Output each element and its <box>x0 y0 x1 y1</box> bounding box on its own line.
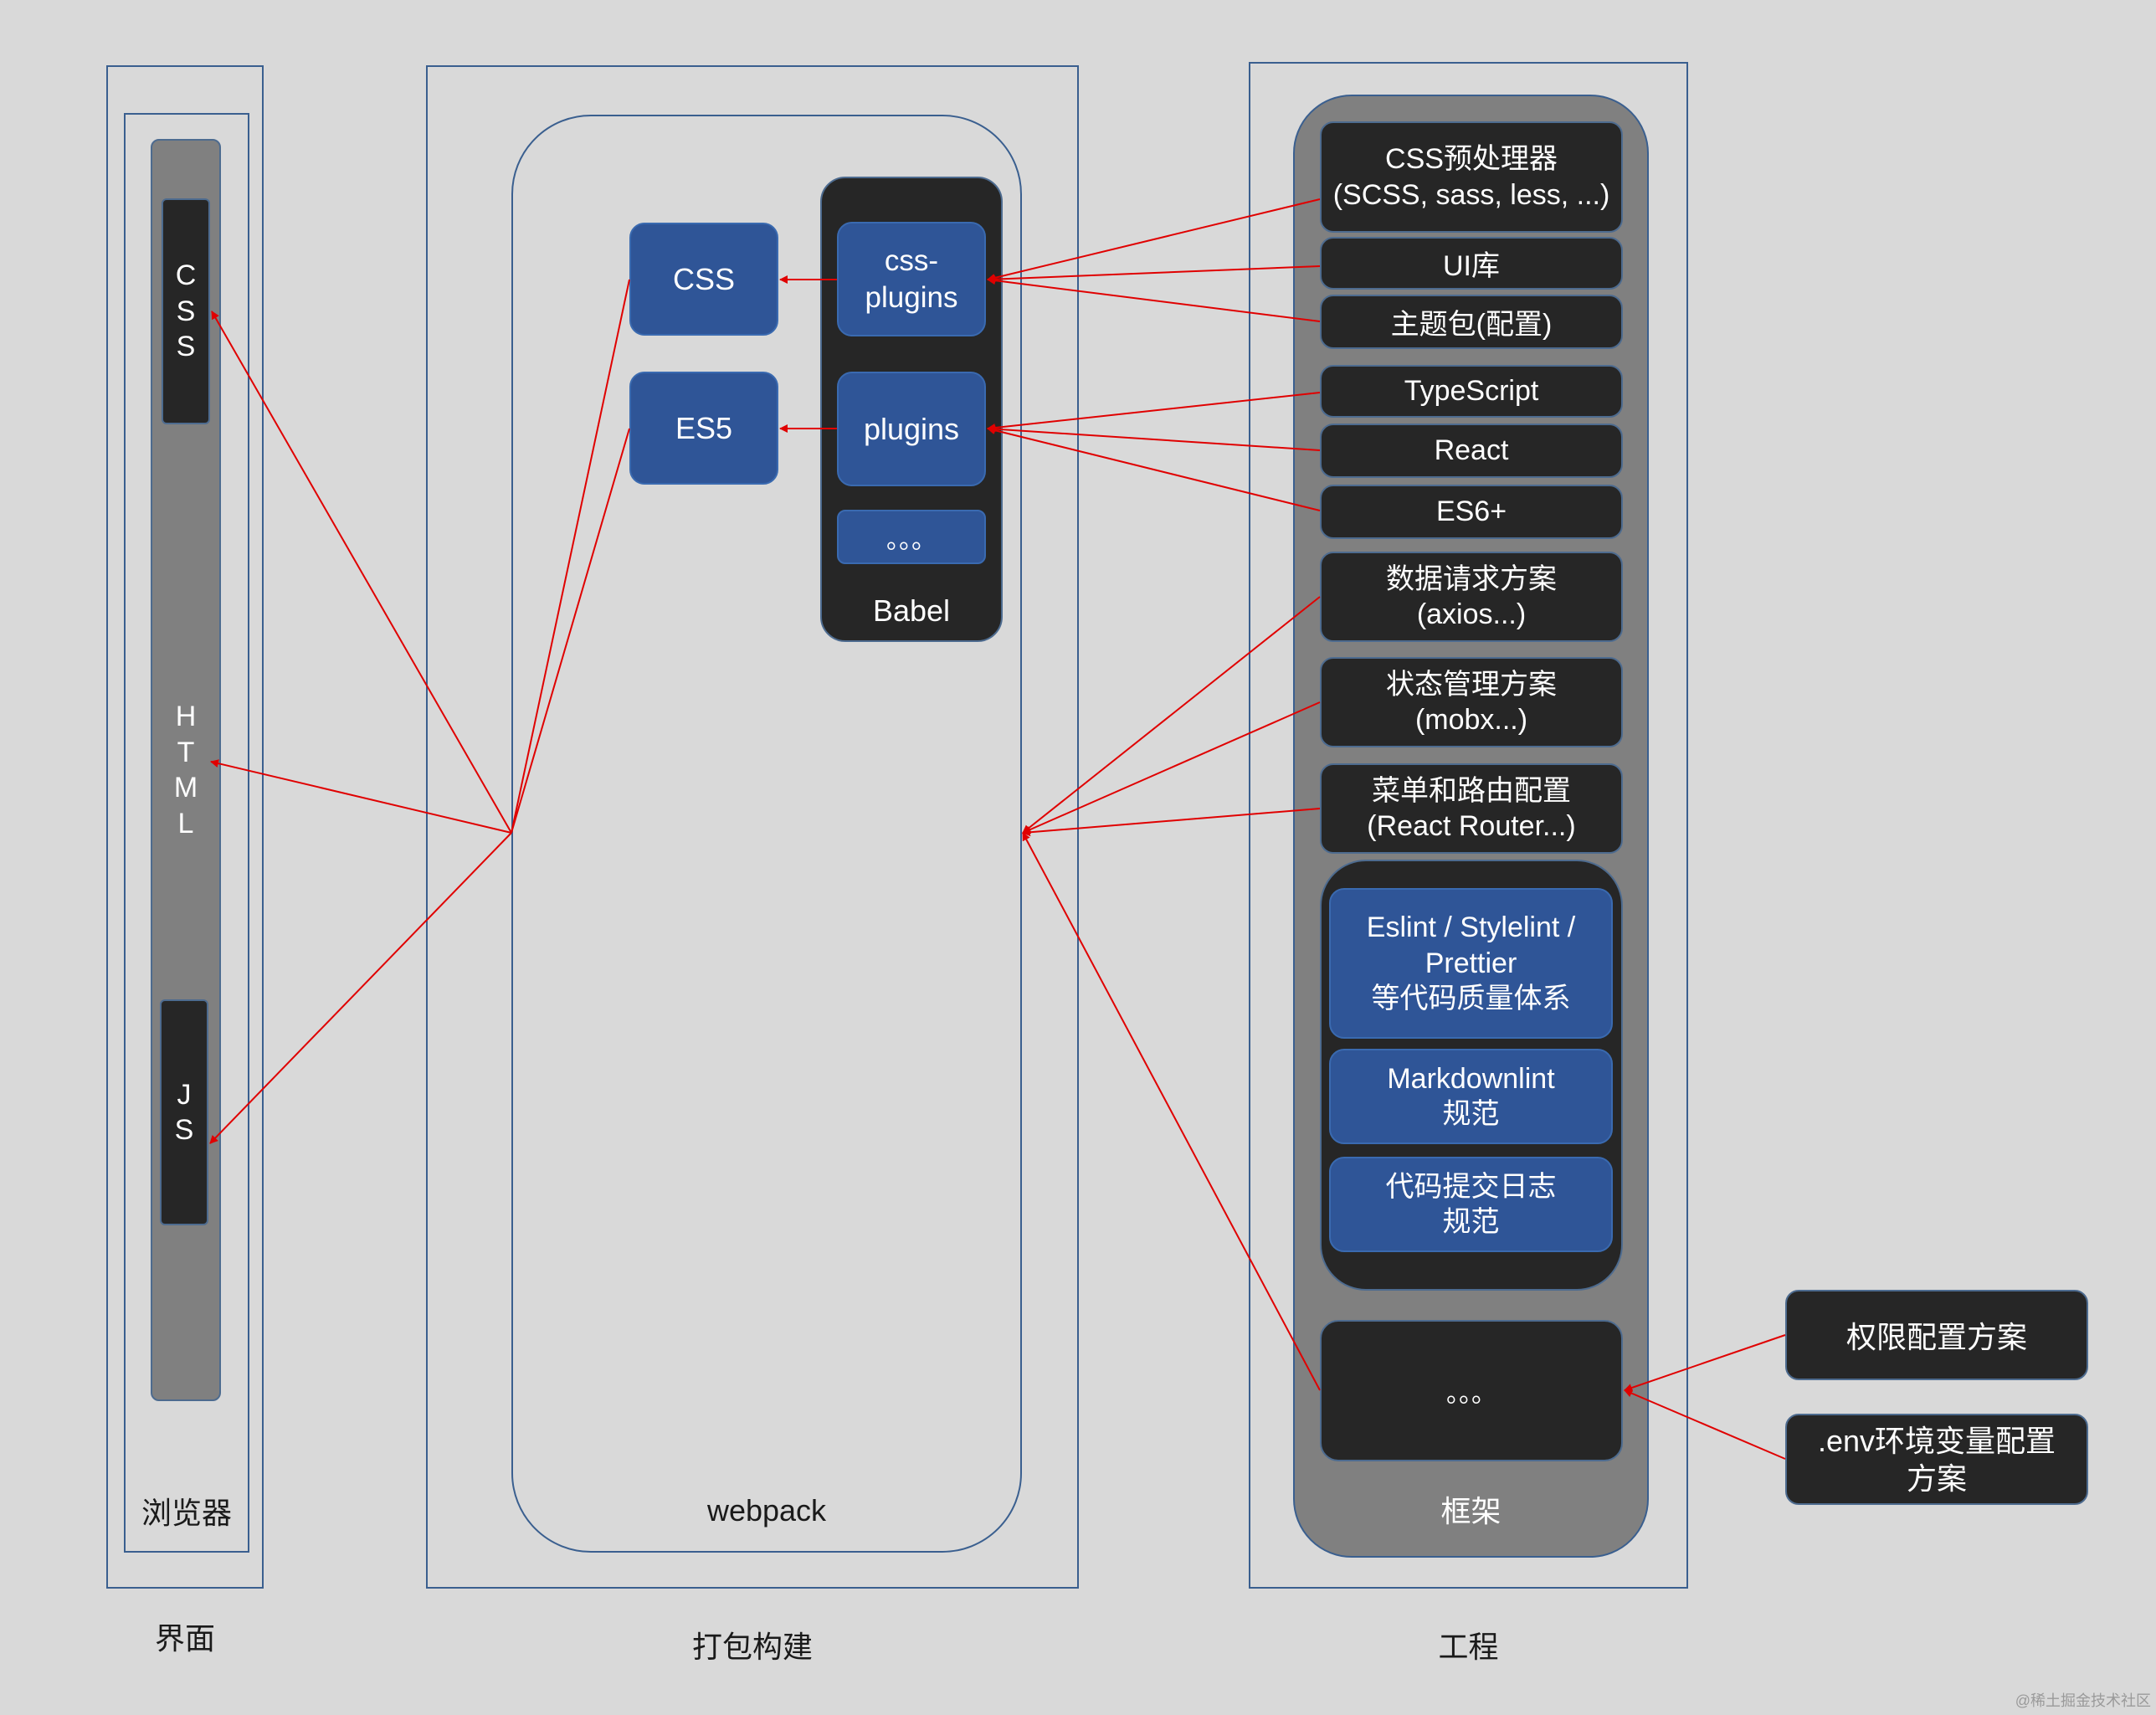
arrow-webpack-to-browser-html <box>210 759 512 834</box>
css-plugins-box: css- plugins <box>837 222 986 336</box>
column-title-engineering: 工程 <box>1438 1630 1499 1664</box>
env-config-item: .env环境变量配置 方案 <box>1785 1414 2088 1505</box>
browser-label: 浏览器 <box>141 1496 232 1530</box>
ui-library-item: UI库 <box>1320 237 1623 290</box>
arrow-ui-library-to-css-plugins <box>987 265 1321 284</box>
arrow-typescript-to-plugins <box>987 392 1321 433</box>
arrow-permission-to-framework-more <box>1624 1334 1786 1392</box>
column-title-build: 打包构建 <box>691 1630 813 1664</box>
arrow-state-to-webpack <box>1022 701 1321 834</box>
line-css-output-to-webpack-hub <box>511 279 630 834</box>
framework-more-item: 。。。 <box>1320 1320 1623 1461</box>
arrow-webpack-to-browser-css <box>211 311 512 834</box>
column-title-interface: 界面 <box>154 1621 215 1656</box>
webpack-label: webpack <box>706 1493 827 1528</box>
arrow-router-to-webpack <box>1022 808 1321 837</box>
arrow-css-preprocessor-to-css-plugins <box>987 198 1321 282</box>
css-preprocessor-item: CSS预处理器 (SCSS, sass, less, ...) <box>1320 121 1623 233</box>
webpack-css-output: CSS <box>629 223 778 336</box>
arrow-theme-to-css-plugins <box>987 276 1321 322</box>
babel-label: Babel <box>872 593 951 628</box>
webpack-container <box>511 115 1022 1553</box>
react-item: React <box>1320 424 1623 478</box>
state-management-item: 状态管理方案 (mobx...) <box>1320 657 1623 747</box>
engineering-outer-frame <box>1249 62 1688 1589</box>
router-config-item: 菜单和路由配置 (React Router...) <box>1320 763 1623 854</box>
html-label: H T M L <box>173 701 198 840</box>
plugins-box: plugins <box>837 372 986 486</box>
line-es5-output-to-webpack-hub <box>511 428 630 834</box>
build-outer-frame <box>426 65 1079 1589</box>
theme-package-item: 主题包(配置) <box>1320 295 1623 349</box>
watermark: @稀土掘金技术社区 <box>2015 1692 2151 1709</box>
babel-more-box: 。。。 <box>837 510 986 564</box>
arrow-webpack-to-browser-js <box>209 832 512 1144</box>
markdownlint-item: Markdownlint 规范 <box>1329 1049 1613 1144</box>
framework-label: 框架 <box>1440 1494 1502 1528</box>
arrow-data-request-to-webpack <box>1022 596 1321 834</box>
es6-item: ES6+ <box>1320 485 1623 539</box>
data-request-item: 数据请求方案 (axios...) <box>1320 552 1623 642</box>
webpack-es5-output: ES5 <box>629 372 778 485</box>
interface-outer-frame <box>106 65 264 1589</box>
arrow-react-to-plugins <box>987 424 1321 451</box>
arrow-framework-more-to-webpack <box>1022 832 1321 1391</box>
arrow-env-to-framework-more <box>1624 1389 1786 1460</box>
js-block: J S <box>160 999 208 1225</box>
permission-config-item: 权限配置方案 <box>1785 1290 2088 1380</box>
typescript-item: TypeScript <box>1320 365 1623 418</box>
arrow-es6-to-plugins <box>987 426 1321 511</box>
browser-frame <box>124 113 249 1553</box>
commit-log-item: 代码提交日志 规范 <box>1329 1157 1613 1252</box>
css-block: C S S <box>162 198 210 424</box>
lint-quality-item: Eslint / Stylelint / Prettier 等代码质量体系 <box>1329 888 1613 1039</box>
